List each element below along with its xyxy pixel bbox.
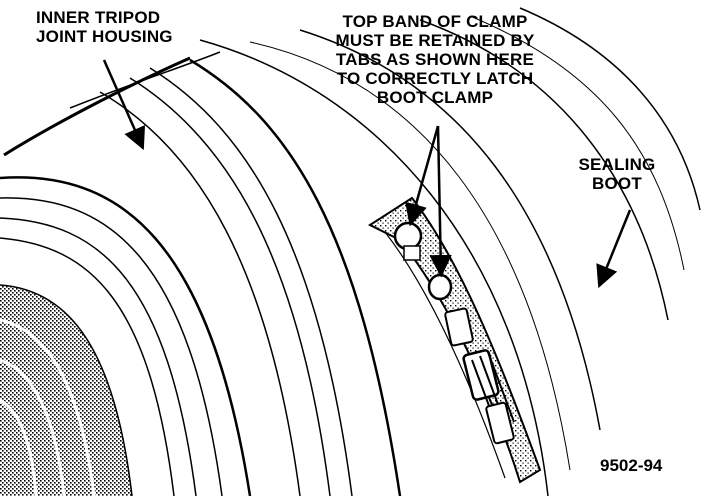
shaft-stripe-3	[0, 398, 38, 496]
clamp-callout-line-5: BOOT CLAMP	[376, 88, 494, 107]
housing-top-edge	[3, 56, 191, 157]
inner-ring-3	[0, 217, 197, 496]
boot-callout-line-1: SEALING	[578, 155, 656, 174]
clamp-leader-arrow-upper	[405, 125, 440, 227]
boot-leader-arrow	[596, 209, 632, 289]
clamp-tab-upper-slot	[403, 245, 421, 261]
boot-line-2	[299, 29, 601, 431]
boot-line-1	[199, 39, 549, 496]
boot-line-3	[419, 19, 669, 321]
clamp-callout-line-1: TOP BAND OF CLAMP	[342, 12, 528, 31]
clamp-callout-line-2: MUST BE RETAINED BY	[335, 31, 535, 50]
shaft-stipple-edge	[0, 284, 133, 496]
shaft-stipple	[0, 285, 132, 496]
housing-band-2	[149, 67, 353, 496]
housing-band-4	[99, 91, 301, 496]
latch-lower	[485, 401, 515, 445]
shaft-stripe-1	[0, 318, 96, 496]
clamp-tab-lower	[427, 273, 453, 301]
clamp-callout: TOP BAND OF CLAMP MUST BE RETAINED BY TA…	[315, 12, 555, 107]
latch-ridge-3	[487, 351, 515, 423]
housing-band-1	[189, 58, 402, 496]
boot-line-5	[469, 15, 685, 271]
housing-callout: INNER TRIPOD JOINT HOUSING	[36, 8, 173, 46]
housing-top-line-2	[69, 51, 221, 109]
clamp-callout-line-4: TO CORRECTLY LATCH	[336, 69, 534, 88]
housing-band-3	[129, 77, 331, 496]
inner-ring-1	[0, 176, 252, 496]
housing-callout-line-1: INNER TRIPOD	[36, 8, 161, 27]
clamp-band-inner-edge	[384, 231, 506, 479]
inner-ring-4	[0, 237, 175, 496]
clamp-callout-line-3: TABS AS SHOWN HERE	[335, 50, 535, 69]
shaft-stripe-2	[0, 358, 66, 496]
clamp-tab-upper	[393, 221, 423, 251]
boot-line-4	[519, 7, 701, 211]
boot-callout-line-2: BOOT	[592, 174, 642, 193]
inner-ring-2	[0, 197, 223, 496]
latch-window-1	[444, 307, 474, 347]
housing-callout-line-2: JOINT HOUSING	[36, 27, 173, 46]
figure-id: 9502-94	[600, 456, 663, 475]
boot-line-6	[249, 41, 571, 471]
clamp-leader-arrow-lower	[429, 125, 452, 278]
boot-callout: SEALING BOOT	[572, 155, 662, 193]
housing-leader-arrow	[102, 59, 146, 151]
